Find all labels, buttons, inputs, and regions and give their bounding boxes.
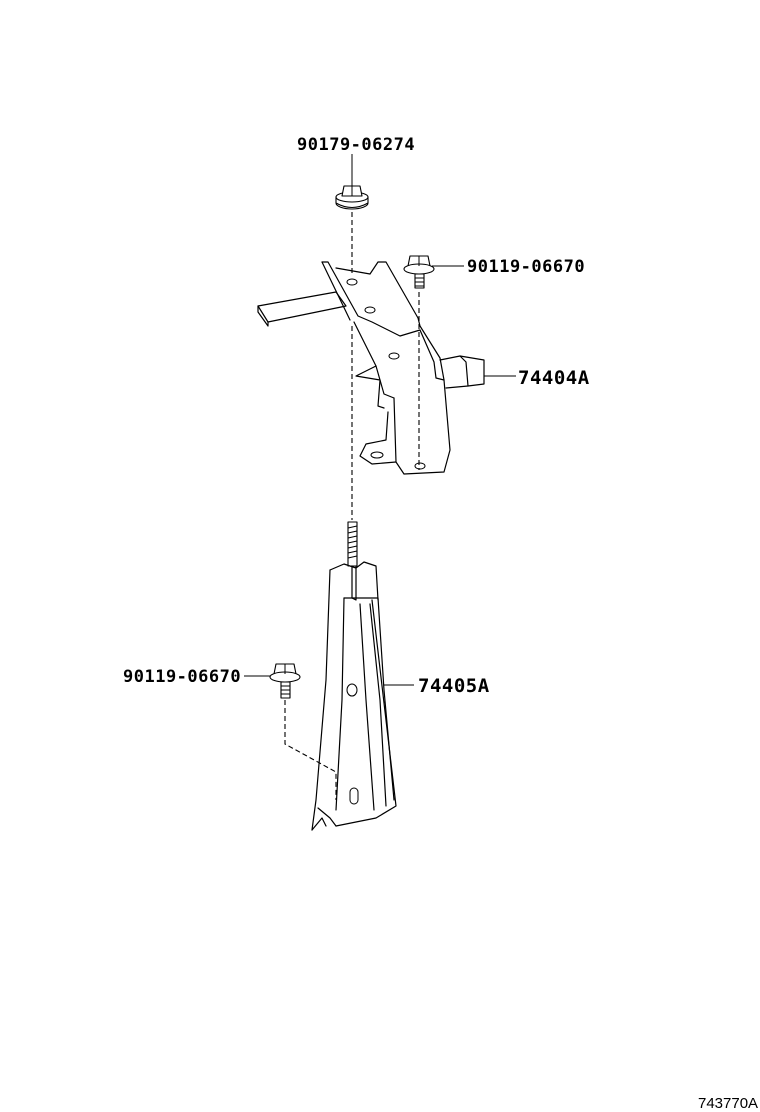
lower-bracket (311, 561, 397, 831)
lower-flange-bolt (269, 663, 301, 699)
threaded-stud (347, 521, 358, 567)
illustration-reference-number: 743770A (698, 1095, 758, 1112)
upper-bolt-part-number-label[interactable]: 90119-06670 (467, 257, 585, 277)
nut-part-number-label[interactable]: 90179-06274 (297, 135, 415, 155)
lower-bolt-part-number-label[interactable]: 90119-06670 (123, 667, 241, 687)
flange-nut (335, 185, 369, 210)
lower-bracket-part-number-label[interactable]: 74405A (418, 675, 490, 697)
lower-bolt-alignment-dash (284, 700, 337, 800)
upper-bracket-part-number-label[interactable]: 74404A (518, 367, 590, 389)
upper-bracket (257, 261, 485, 475)
upper-flange-bolt (403, 255, 435, 289)
